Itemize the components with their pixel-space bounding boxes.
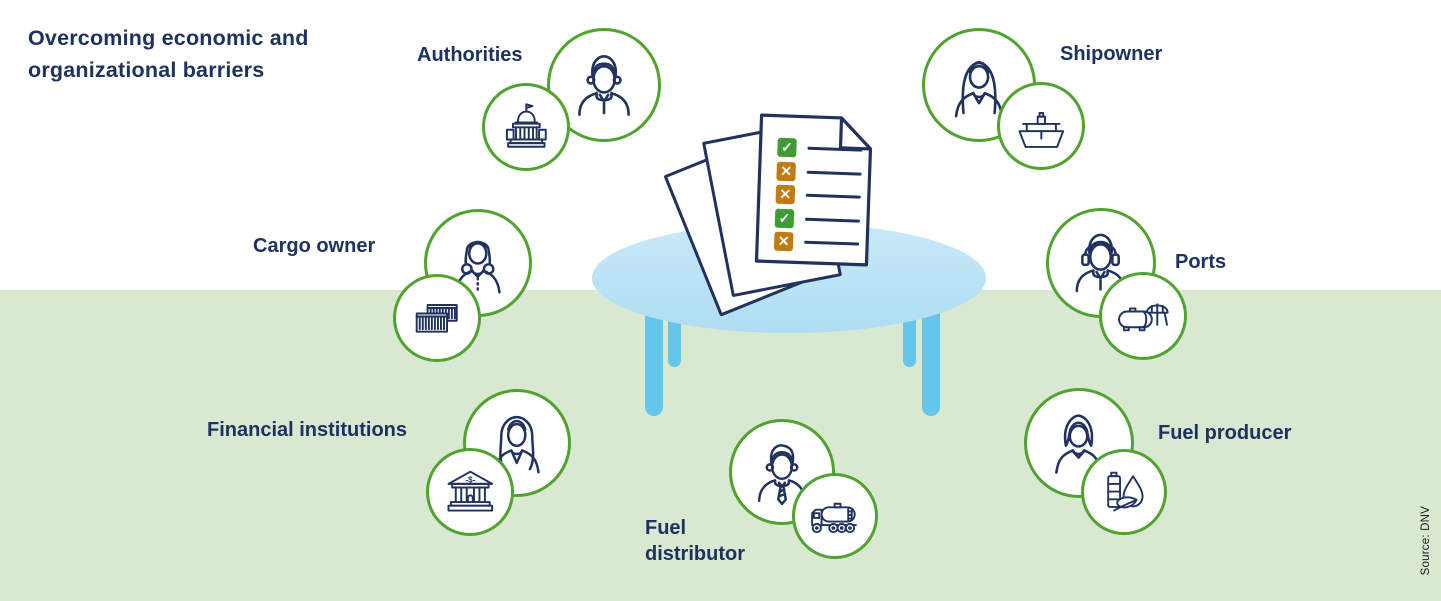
checklist-document: ✓✕✕✓✕ [754,113,873,267]
table-leg [922,305,940,416]
fuel-producer-label: Fuel producer [1158,422,1292,444]
checklist-text-line [806,170,862,176]
checklist-text-line [804,217,861,223]
table-leg [645,305,663,416]
cargo-containers-icon [415,303,458,333]
financial-institutions-label: Financial institutions [207,419,408,441]
woman-bob-hair-icon [1055,414,1103,475]
checklist-rows: ✓✕✕✓✕ [773,136,868,257]
source-credit: Source: DNV [1420,505,1432,575]
fuel-distributor-object-circle [792,473,878,559]
checked-checkbox-icon: ✓ [774,208,795,229]
crossed-checkbox-icon: ✕ [776,161,796,182]
fuel-producer-object-circle [1081,449,1167,535]
businesswoman-icon [954,60,1004,118]
male-official-icon [578,54,630,116]
checklist-row: ✓ [774,206,866,233]
page-title: Overcoming economic and organizational b… [28,26,309,82]
man-tie-icon [757,444,807,506]
cargo-owner-label: Cargo owner [253,235,376,257]
green-background-band [0,290,1441,601]
government-building-icon [505,102,547,148]
financial-object-circle: -$- [426,448,514,536]
checklist-row: ✕ [773,230,865,257]
fuel-distributor-label: Fuel distributor [645,517,745,565]
ports-object-circle [1099,272,1187,360]
crossed-checkbox-icon: ✕ [775,184,796,205]
ports-label: Ports [1175,251,1227,273]
tanker-truck-icon [811,503,858,534]
shipowner-object-circle [997,82,1085,170]
bank-building-icon: -$- [447,470,493,512]
woman-wavy-hair-icon [494,416,540,474]
cargo-owner-object-circle [393,274,481,362]
checked-checkbox-icon: ✓ [777,137,797,158]
green-fuel-icon [1107,472,1144,512]
bank-dollar-symbol: -$- [465,475,475,484]
checklist-row: ✕ [776,159,867,186]
authorities-person-circle [547,28,661,142]
checklist-row: ✕ [775,183,866,210]
man-headset-icon [1076,234,1126,293]
checklist-text-line [804,240,860,246]
checklist-row: ✓ [777,136,868,163]
checklist-text-line [807,146,863,152]
checklist-text-line [805,193,861,199]
woman-curly-hair-icon [455,240,501,294]
authorities-object-circle [482,83,570,171]
crossed-checkbox-icon: ✕ [773,231,794,252]
authorities-label: Authorities [417,44,523,66]
shipowner-label: Shipowner [1060,43,1163,65]
ship-icon [1018,111,1064,148]
storage-tanks-icon [1117,302,1169,331]
